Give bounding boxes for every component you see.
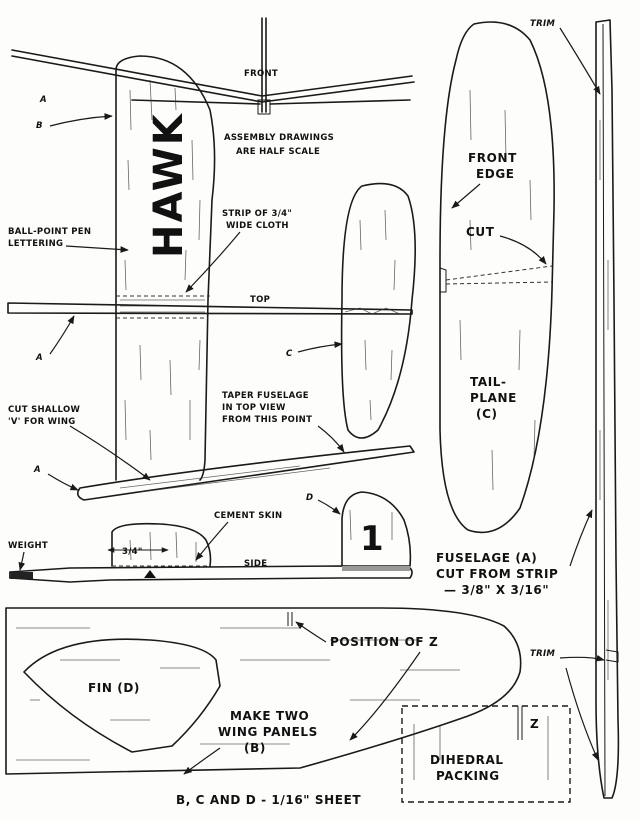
tailplane-label-1: TAIL- <box>470 375 507 389</box>
top-view-wing: HAWK <box>115 55 216 481</box>
front-view-wing-upper <box>11 49 413 97</box>
hawk-lettering: HAWK <box>146 112 192 258</box>
tailplane-label-2: PLANE <box>470 391 517 405</box>
front-view-tailplane <box>131 99 411 105</box>
dimension-three-quarter: 3/4" <box>122 547 143 557</box>
sheet-note: B, C AND D - 1/16" SHEET <box>176 793 361 807</box>
fin-d-label: FIN (D) <box>88 681 140 695</box>
top-view-tailplane <box>340 182 416 439</box>
make-two-1: MAKE TWO <box>230 709 309 723</box>
tailplane-full-size <box>439 21 555 534</box>
cement-skin-note: CEMENT SKIN <box>214 511 282 521</box>
top-view-fuselage: TOP <box>7 295 413 315</box>
dihedral-label-1: DIHEDRAL <box>430 753 504 767</box>
z-label: Z <box>530 717 539 731</box>
assembly-note-1: ASSEMBLY DRAWINGS <box>224 133 334 143</box>
strip-note-2: WIDE CLOTH <box>226 221 289 231</box>
cut-label: CUT <box>466 225 495 239</box>
fuselage-full-size <box>595 19 620 799</box>
front-view-wing-lower <box>11 55 415 103</box>
front-edge-2: EDGE <box>476 167 515 181</box>
side-view-fin <box>341 491 412 567</box>
make-two-2: WING PANELS <box>218 725 318 739</box>
front-view: FRONT <box>11 17 415 115</box>
part-a-label-mid: A <box>35 353 43 363</box>
weight-note: WEIGHT <box>8 541 48 551</box>
trim-label-bottom: TRIM <box>530 649 555 659</box>
part-b-label: B <box>36 121 43 131</box>
make-two-3: (B) <box>244 741 266 755</box>
part-a-label-low: A <box>33 465 41 475</box>
cut-shallow-note-2: 'V' FOR WING <box>8 417 76 427</box>
fuselage-note-3: — 3/8" X 3/16" <box>444 583 549 597</box>
fuselage-side-strip <box>76 445 415 501</box>
trim-label-top: TRIM <box>530 19 555 29</box>
taper-note-3: FROM THIS POINT <box>222 415 312 425</box>
wing-outline <box>115 55 216 481</box>
part-a-label-top: A <box>39 95 47 105</box>
side-view-wing-section <box>111 522 212 567</box>
fin-d-outline <box>23 638 221 753</box>
position-of-z-label: POSITION OF Z <box>330 635 438 649</box>
taper-note-2: IN TOP VIEW <box>222 403 286 413</box>
wing-panel-outline <box>5 607 522 775</box>
taper-note-1: TAPER FUSELAGE <box>222 391 309 401</box>
side-view: 3/4" 1 <box>9 491 413 583</box>
part-c-label: C <box>286 349 293 359</box>
fuselage-note-1: FUSELAGE (A) <box>436 551 537 565</box>
fin-number: 1 <box>360 519 384 559</box>
front-view-fuselage <box>257 99 271 115</box>
front-label: FRONT <box>244 69 278 79</box>
fuselage-note-2: CUT FROM STRIP <box>436 567 558 581</box>
tailplane-label-3: (C) <box>476 407 498 421</box>
cut-shallow-note-1: CUT SHALLOW <box>8 405 80 415</box>
top-label: TOP <box>250 295 270 305</box>
assembly-note-2: ARE HALF SCALE <box>236 147 320 157</box>
ballpoint-note-1: BALL-POINT PEN <box>8 227 91 237</box>
dihedral-label-2: PACKING <box>436 769 500 783</box>
front-edge-1: FRONT <box>468 151 517 165</box>
dihedral-packing-box <box>401 705 571 803</box>
strip-note-1: STRIP OF 3/4" <box>222 209 292 219</box>
side-label: SIDE <box>244 559 267 569</box>
ballpoint-note-2: LETTERING <box>8 239 63 249</box>
part-d-label: D <box>306 493 313 503</box>
